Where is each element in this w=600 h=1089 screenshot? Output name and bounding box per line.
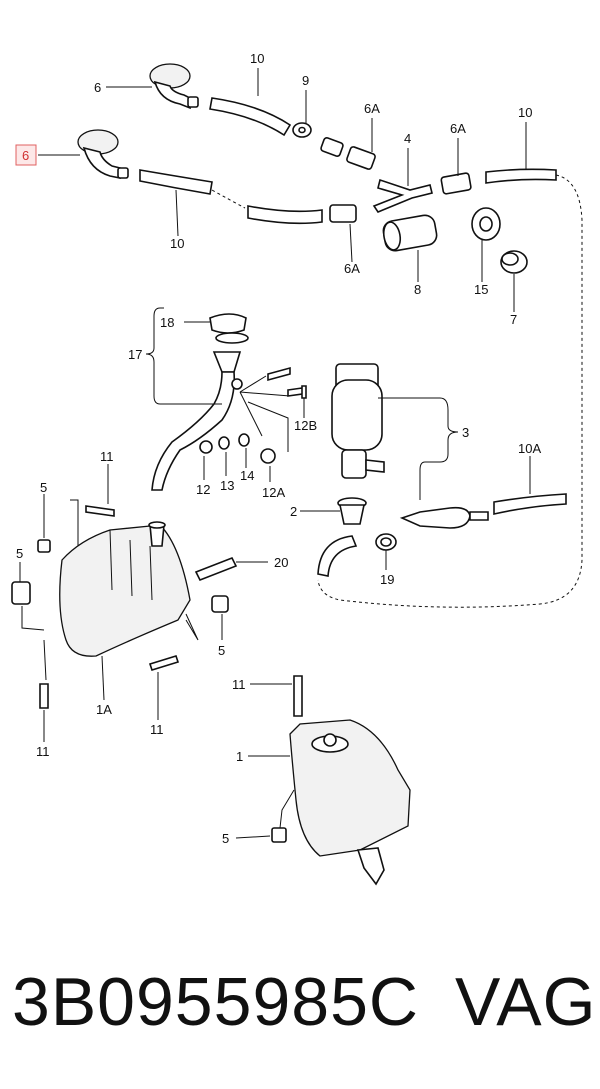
callout-11-left: 11 bbox=[36, 744, 50, 759]
washer-nozzle-highlighted bbox=[77, 129, 129, 179]
highlight-box bbox=[15, 144, 37, 166]
hose-elbow bbox=[317, 535, 358, 577]
t-piece-connector bbox=[372, 178, 433, 213]
callout-4: 4 bbox=[404, 131, 411, 146]
filler-cap-18 bbox=[209, 313, 249, 344]
washer-14 bbox=[238, 433, 250, 447]
callout-19: 19 bbox=[380, 572, 394, 587]
callout-8: 8 bbox=[414, 282, 421, 297]
cap-7 bbox=[500, 250, 528, 274]
footer: 3B0955985C VAG bbox=[0, 955, 600, 1075]
washer-9 bbox=[292, 122, 312, 138]
callout-10-top: 10 bbox=[250, 51, 264, 66]
callout-12a: 12A bbox=[262, 485, 285, 500]
callout-7: 7 bbox=[510, 312, 517, 327]
callout-6-highlighted: 6 bbox=[22, 148, 29, 163]
grommet-5-b bbox=[11, 581, 31, 605]
callout-5-bottom: 5 bbox=[222, 831, 229, 846]
screw-12b bbox=[287, 385, 307, 399]
callout-6-top: 6 bbox=[94, 80, 101, 95]
level-sensor-20 bbox=[194, 556, 238, 582]
nut-12 bbox=[199, 440, 213, 454]
callout-1: 1 bbox=[236, 749, 243, 764]
callout-2: 2 bbox=[290, 504, 297, 519]
bolt-11-c bbox=[39, 683, 49, 709]
callout-14: 14 bbox=[240, 468, 254, 483]
callout-15: 15 bbox=[474, 282, 488, 297]
hose-10-left bbox=[139, 169, 213, 195]
callout-11-mid: 11 bbox=[150, 722, 164, 737]
callout-13: 13 bbox=[220, 478, 234, 493]
hose-10-right bbox=[485, 168, 557, 184]
callout-10a: 10A bbox=[518, 441, 541, 456]
connector-6a-2 bbox=[346, 146, 376, 170]
reservoir-1a bbox=[59, 521, 191, 657]
grommet-5-a bbox=[37, 539, 51, 553]
grommet-5-c bbox=[211, 595, 229, 613]
hose-clip-19 bbox=[375, 533, 397, 551]
nut-12a bbox=[260, 448, 276, 464]
bolt-11-a bbox=[85, 505, 115, 517]
stud-top bbox=[267, 366, 291, 382]
callout-12: 12 bbox=[196, 482, 210, 497]
brand-name: VAG bbox=[455, 964, 597, 1040]
callout-17: 17 bbox=[128, 347, 142, 362]
grommet-15 bbox=[471, 207, 501, 241]
washer-nozzle-top bbox=[149, 63, 199, 110]
callout-10-left: 10 bbox=[170, 236, 184, 251]
reservoir-1 bbox=[289, 719, 411, 886]
callout-11-bottom: 11 bbox=[232, 677, 246, 692]
callout-3: 3 bbox=[462, 425, 469, 440]
hose-10-top bbox=[209, 97, 292, 137]
callout-1a: 1A bbox=[96, 702, 112, 717]
filler-neck-17 bbox=[151, 351, 243, 491]
bolt-11-b bbox=[148, 655, 180, 671]
pump-grommet-2 bbox=[337, 497, 367, 525]
washer-13 bbox=[218, 436, 230, 450]
callout-11-top: 11 bbox=[100, 449, 114, 464]
hose-10-middle bbox=[247, 205, 323, 225]
callout-6a-top: 6A bbox=[364, 101, 380, 116]
pump-seal-8 bbox=[382, 214, 438, 252]
callout-5-left-top: 5 bbox=[40, 480, 47, 495]
callout-10-right: 10 bbox=[518, 105, 532, 120]
callout-20: 20 bbox=[274, 555, 288, 570]
callout-12b: 12B bbox=[294, 418, 317, 433]
grommet-5-d bbox=[271, 827, 287, 843]
washer-pump-3 bbox=[331, 363, 440, 479]
connector-6a-3 bbox=[440, 172, 472, 195]
callout-5-mid: 5 bbox=[218, 643, 225, 658]
leader-lines bbox=[19, 68, 531, 839]
exploded-parts-diagram: 6 6 10 9 6A 4 6A 10 10 6A 8 15 7 18 17 1… bbox=[11, 51, 583, 886]
callout-5-left: 5 bbox=[16, 546, 23, 561]
callout-18: 18 bbox=[160, 315, 174, 330]
inline-filter-10a bbox=[399, 506, 489, 529]
callout-6a-right: 6A bbox=[450, 121, 466, 136]
callout-6a-bottom: 6A bbox=[344, 261, 360, 276]
connector-6a-1 bbox=[320, 137, 344, 157]
part-number: 3B0955985C bbox=[12, 964, 420, 1040]
callout-9: 9 bbox=[302, 73, 309, 88]
bolt-11-d bbox=[293, 675, 303, 717]
hose-10a bbox=[493, 493, 567, 515]
connector-6a-4 bbox=[329, 204, 357, 223]
